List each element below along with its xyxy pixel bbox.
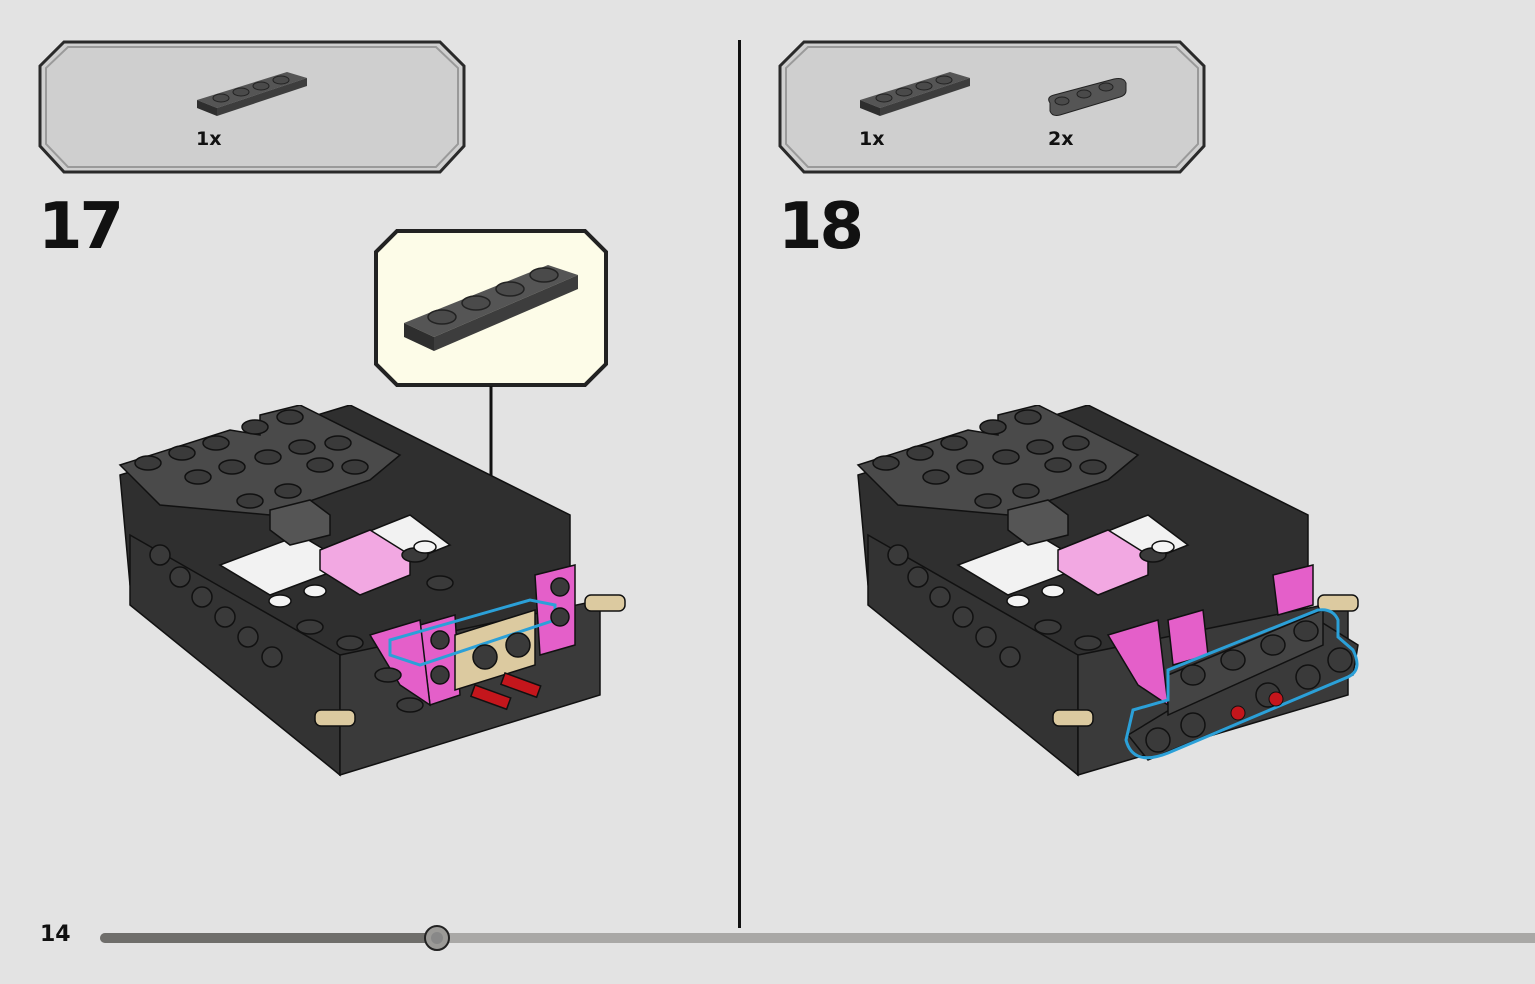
progress-bar: [100, 925, 1535, 951]
part-quantity: 1x: [196, 128, 222, 150]
parts-box-frame: [778, 40, 1206, 174]
part-quantity: 1x: [859, 128, 885, 150]
model-assembly-step-18: [856, 405, 1359, 777]
step-number: 17: [38, 190, 124, 264]
plate-1x4-icon: [860, 72, 970, 116]
progress-fill: [100, 933, 438, 943]
model-assembly-step-17: [118, 405, 626, 777]
step-divider: [738, 40, 741, 928]
parts-box-frame: [38, 40, 466, 174]
callout-submodel-step-17: [373, 228, 609, 388]
plate-1x3-rounded-icon: [1048, 78, 1127, 116]
plate-1x4-icon: [404, 265, 578, 351]
part-quantity: 2x: [1048, 128, 1074, 150]
progress-knob: [424, 925, 451, 951]
plate-1x4-icon: [197, 72, 307, 116]
parts-list-step-18: 1x 2x: [778, 40, 1206, 175]
page-number: 14: [40, 922, 71, 947]
step-number: 18: [778, 190, 864, 264]
parts-list-step-17: 1x: [38, 40, 466, 175]
